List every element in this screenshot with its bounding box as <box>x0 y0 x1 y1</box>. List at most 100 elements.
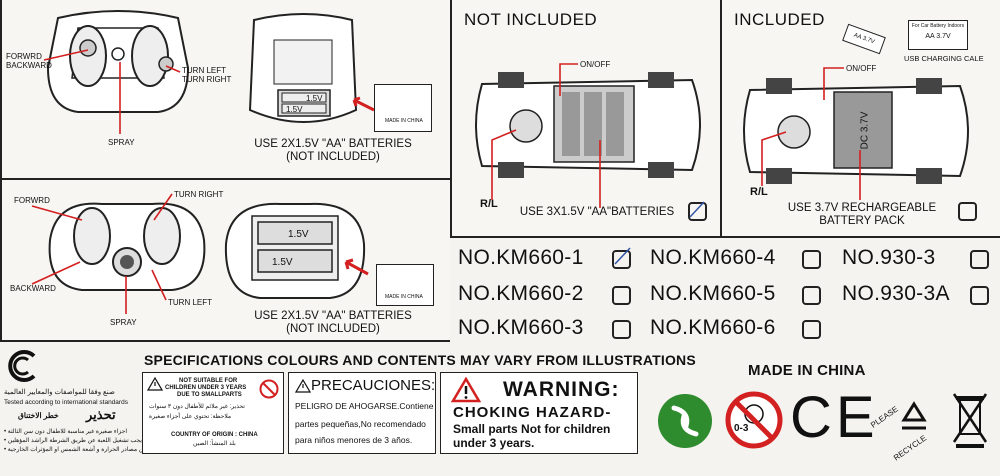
not-suitable-box: NOT SUITABLE FOR CHILDREN UNDER 3 YEARS … <box>142 372 284 454</box>
included-battery-note-line-2: BATTERY PACK <box>819 215 905 227</box>
cert-arabic-note-3: • تبعد عن مصادر الحرارة و أشعة الشمس او … <box>4 447 159 453</box>
controller-2-panel: FORWRD BACKWARD TURN RIGHT TURN LEFT SPR… <box>0 178 450 342</box>
controller-1-pointer-lines <box>43 49 181 134</box>
no-small-children-icon <box>259 379 279 399</box>
model-checkbox-930-3a[interactable] <box>970 286 989 305</box>
not-included-on-off-label: ON/OFF <box>580 60 611 69</box>
certification-block: صنع وفقا للمواصفات والمعايير العالمية Te… <box>0 344 158 460</box>
controller-1-battery-1: 1.5V <box>306 94 323 103</box>
age-mark-text: 0-3 <box>734 423 749 434</box>
not-suitable-arabic-2: ملاحظة: تحتوي على أجزاء صغيرة <box>149 414 232 420</box>
controller-1-made-in-china: MADE IN CHINA <box>385 118 423 124</box>
country-of-origin: COUNTRY OF ORIGIN : CHINA <box>171 432 258 438</box>
not-suitable-arabic-1: تحذير: غير ملائم للأطفال دون ٣ سنوات <box>149 404 245 410</box>
model-label-930-3: NO.930-3 <box>842 246 936 269</box>
warning-subtitle: CHOKING HAZARD- <box>453 404 612 421</box>
precauciones-box: PRECAUCIONES: PELIGRO DE AHOGARSE.Contie… <box>288 372 436 454</box>
model-label-km660-6: NO.KM660-6 <box>650 316 776 339</box>
model-label-km660-5: NO.KM660-5 <box>650 282 776 305</box>
not-included-car-chassis <box>475 72 701 178</box>
model-label-km660-4: NO.KM660-4 <box>650 246 776 269</box>
cert-arabic-note-1: • اجزاء صغيرة غير مناسبة للاطفال دون سن … <box>4 429 128 435</box>
cert-english-line: Tested according to international standa… <box>4 399 128 406</box>
green-dot-recycle-icon <box>658 394 712 448</box>
model-checkbox-km660-2[interactable] <box>612 286 631 305</box>
ce-mark: CE <box>790 385 879 450</box>
warning-text-1: Small parts Not for children <box>453 422 611 436</box>
not-included-batteries-note: USE 3X1.5V "AA"BATTERIES <box>519 206 675 218</box>
conformity-logo-icon <box>8 350 36 382</box>
included-pointer-lines <box>761 67 861 200</box>
model-label-930-3a: NO.930-3A <box>842 282 950 305</box>
cert-warning-arabic: تحذير <box>86 407 116 422</box>
included-rl-label: R/L <box>750 186 768 198</box>
model-label-km660-2: NO.KM660-2 <box>458 282 584 305</box>
model-checkbox-km660-1[interactable] <box>612 247 631 269</box>
included-car-chassis <box>743 78 969 184</box>
controller-2-battery-cover: MADE IN CHINA <box>376 264 434 306</box>
usb-cable-pack-label: AA 3.7V <box>925 33 951 40</box>
not-suitable-line-3: DUE TO SMALLPARTS <box>177 392 242 398</box>
controller-1-battery-2: 1.5V <box>286 105 303 114</box>
controller-1-turn-label: TURN LEFT TURN RIGHT <box>182 66 232 84</box>
model-label-km660-1: NO.KM660-1 <box>458 246 584 269</box>
warning-triangle-icon <box>147 377 163 391</box>
weee-bin-icon <box>952 393 988 448</box>
usb-cable-tag-text: For Car Battery Indoors <box>911 23 965 29</box>
included-battery-note-line-1: USE 3.7V RECHARGEABLE <box>787 202 937 214</box>
model-label-km660-3: NO.KM660-3 <box>458 316 584 339</box>
controller-1-insert-arrow <box>352 96 375 112</box>
not-suitable-line-2: CHILDREN UNDER 3 YEARS <box>165 385 247 391</box>
precauciones-text-2: partes pequeñas,No recomendado <box>295 419 426 429</box>
included-panel: INCLUDED For Car Battery Indoors AA 3.7V… <box>720 0 1000 238</box>
not-included-checkbox[interactable] <box>688 201 707 221</box>
controller-1-panel: FORWRD BACKWARD TURN LEFT TURN RIGHT SPR… <box>0 0 450 180</box>
not-included-panel: NOT INCLUDED ON/OFF R/L USE 3X1.5V "AA"B… <box>450 0 722 238</box>
model-checkbox-930-3[interactable] <box>970 250 989 269</box>
not-suitable-line-1: NOT SUITABLE FOR <box>179 378 238 384</box>
model-checkbox-km660-5[interactable] <box>802 286 821 305</box>
usb-cable-tag: For Car Battery Indoors AA 3.7V <box>908 20 968 50</box>
not-included-title: NOT INCLUDED <box>464 10 598 29</box>
precauciones-text-3: para niños menores de 3 años. <box>295 435 413 445</box>
controller-2-front-illustration <box>48 202 206 291</box>
included-battery-note: USE 3.7V RECHARGEABLE BATTERY PACK <box>772 202 952 228</box>
controller-1-not-included-text: (NOT INCLUDED) <box>286 151 380 163</box>
included-checkbox[interactable] <box>958 202 977 221</box>
controller-2-back-illustration <box>224 202 366 299</box>
controller-1-spray-label: SPRAY <box>108 138 135 147</box>
controller-2-forward-label: FORWRD <box>14 196 50 205</box>
controller-2-turn-right-label: TURN RIGHT <box>174 190 224 199</box>
controller-1-front-illustration <box>46 10 190 113</box>
usb-charging-label: USB CHARGING CALE <box>904 54 984 63</box>
controller-1-forward-backward-label: FORWRD BACKWARD <box>6 52 52 70</box>
controller-2-not-included-text: (NOT INCLUDED) <box>286 323 380 335</box>
included-title: INCLUDED <box>734 10 825 29</box>
controller-1-back-illustration <box>248 13 358 123</box>
controller-2-turn-left-label: TURN LEFT <box>168 298 212 307</box>
controller-1-batteries-text: USE 2X1.5V "AA" BATTERIES <box>254 138 412 150</box>
country-of-origin-arabic: بلد المنشأ: الصين <box>193 441 236 447</box>
specifications-note: SPECIFICATIONS COLOURS AND CONTENTS MAY … <box>144 352 696 368</box>
precauciones-title: PRECAUCIONES: <box>311 377 436 394</box>
precaution-triangle-icon <box>295 379 311 393</box>
cert-arabic-line: صنع وفقا للمواصفات والمعايير العالمية <box>4 389 115 396</box>
model-checkbox-km660-3[interactable] <box>612 320 631 339</box>
not-included-rl-label: R/L <box>480 198 498 210</box>
warning-title: WARNING: <box>503 378 620 401</box>
warning-hazard-icon <box>451 377 481 403</box>
made-in-china-label: MADE IN CHINA <box>748 362 866 379</box>
controller-2-batteries-text: USE 2X1.5V "AA" BATTERIES <box>254 310 412 322</box>
controller-2-batteries-note: USE 2X1.5V "AA" BATTERIES (NOT INCLUDED) <box>238 310 428 336</box>
controller-2-battery-2: 1.5V <box>272 257 293 268</box>
precauciones-text-1: PELIGRO DE AHOGARSE.Contiene <box>295 401 434 411</box>
age-restriction-icon <box>725 391 783 449</box>
controller-2-insert-arrow <box>344 258 369 276</box>
controller-2-backward-label: BACKWARD <box>10 284 56 293</box>
included-on-off-label: ON/OFF <box>846 64 877 73</box>
controller-2-battery-1: 1.5V <box>288 229 309 240</box>
model-checkbox-km660-6[interactable] <box>802 320 821 339</box>
model-checkbox-km660-4[interactable] <box>802 250 821 269</box>
not-included-pointer-lines <box>491 63 601 208</box>
controller-2-made-in-china: MADE IN CHINA <box>385 294 423 300</box>
